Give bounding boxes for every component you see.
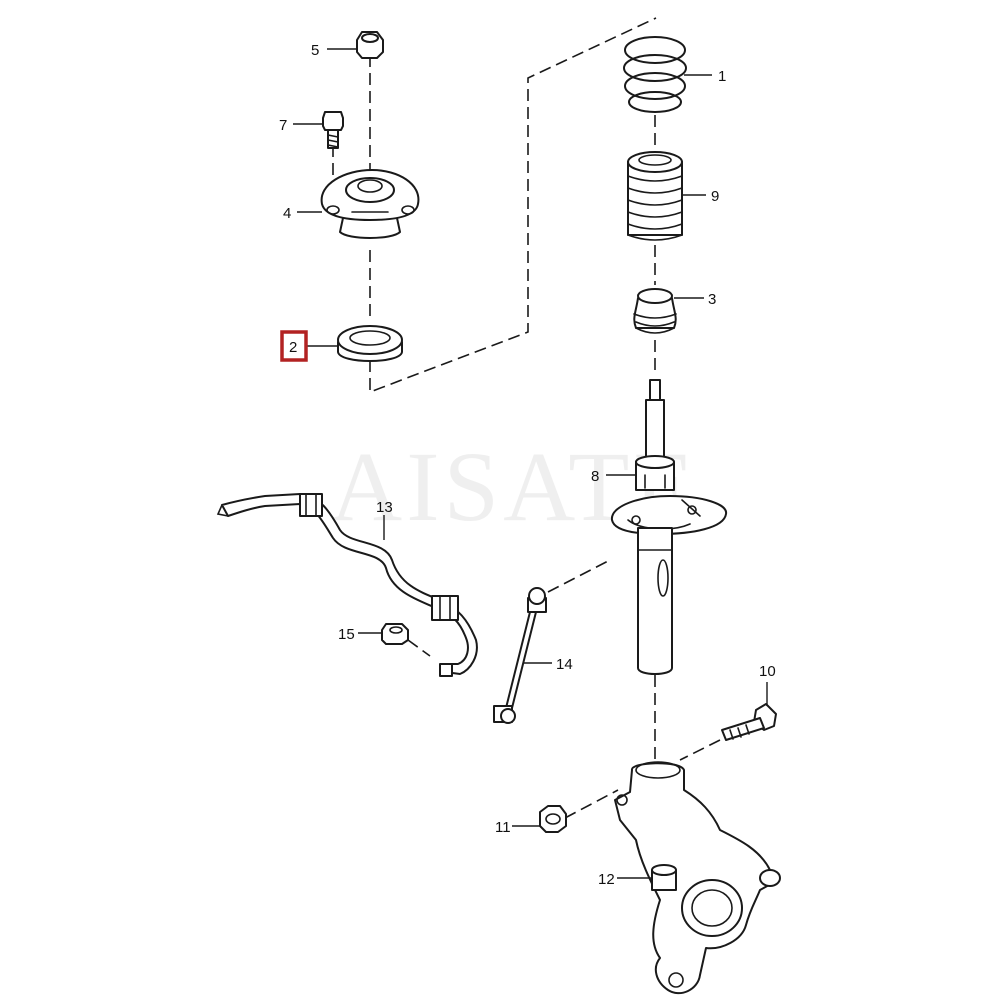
callout-3: 3 — [708, 291, 716, 308]
part-7-bolt[interactable] — [322, 111, 344, 149]
callout-1: 1 — [718, 68, 726, 85]
part-9-bellows-boot[interactable] — [627, 151, 683, 241]
callout-4: 4 — [283, 205, 291, 222]
callout-11: 11 — [495, 819, 511, 836]
callout-leaders — [293, 48, 768, 879]
callout-14: 14 — [556, 656, 573, 673]
part-4-strut-mount[interactable] — [320, 169, 420, 239]
part-8-shock-absorber[interactable] — [610, 379, 728, 675]
part-10-pinch-bolt[interactable] — [721, 703, 777, 741]
part-5-top-nut[interactable] — [356, 31, 384, 59]
callout-9: 9 — [711, 188, 719, 205]
part-15-nut[interactable] — [381, 623, 409, 645]
assembly-axes — [332, 17, 721, 819]
callout-10: 10 — [759, 663, 776, 680]
part-2-bearing-ring[interactable] — [337, 325, 403, 362]
callout-15: 15 — [338, 626, 355, 643]
part-3-bump-stop[interactable] — [633, 288, 677, 334]
part-13-stabilizer-bar[interactable] — [216, 493, 478, 677]
callout-2: 2 — [289, 339, 297, 356]
part-12-steering-knuckle[interactable] — [614, 761, 781, 995]
callout-labels: 5 7 4 2 1 9 3 8 10 11 12 13 14 15 — [279, 42, 776, 888]
callout-8: 8 — [591, 468, 599, 485]
highlight-box — [280, 330, 308, 362]
part-1-coil-spring[interactable] — [623, 36, 687, 113]
part-14-coupling-rod[interactable] — [493, 587, 547, 724]
callout-7: 7 — [279, 117, 287, 134]
part-11-nut[interactable] — [539, 805, 567, 833]
callout-5: 5 — [311, 42, 319, 59]
callout-13: 13 — [376, 499, 393, 516]
callout-12: 12 — [598, 871, 615, 888]
